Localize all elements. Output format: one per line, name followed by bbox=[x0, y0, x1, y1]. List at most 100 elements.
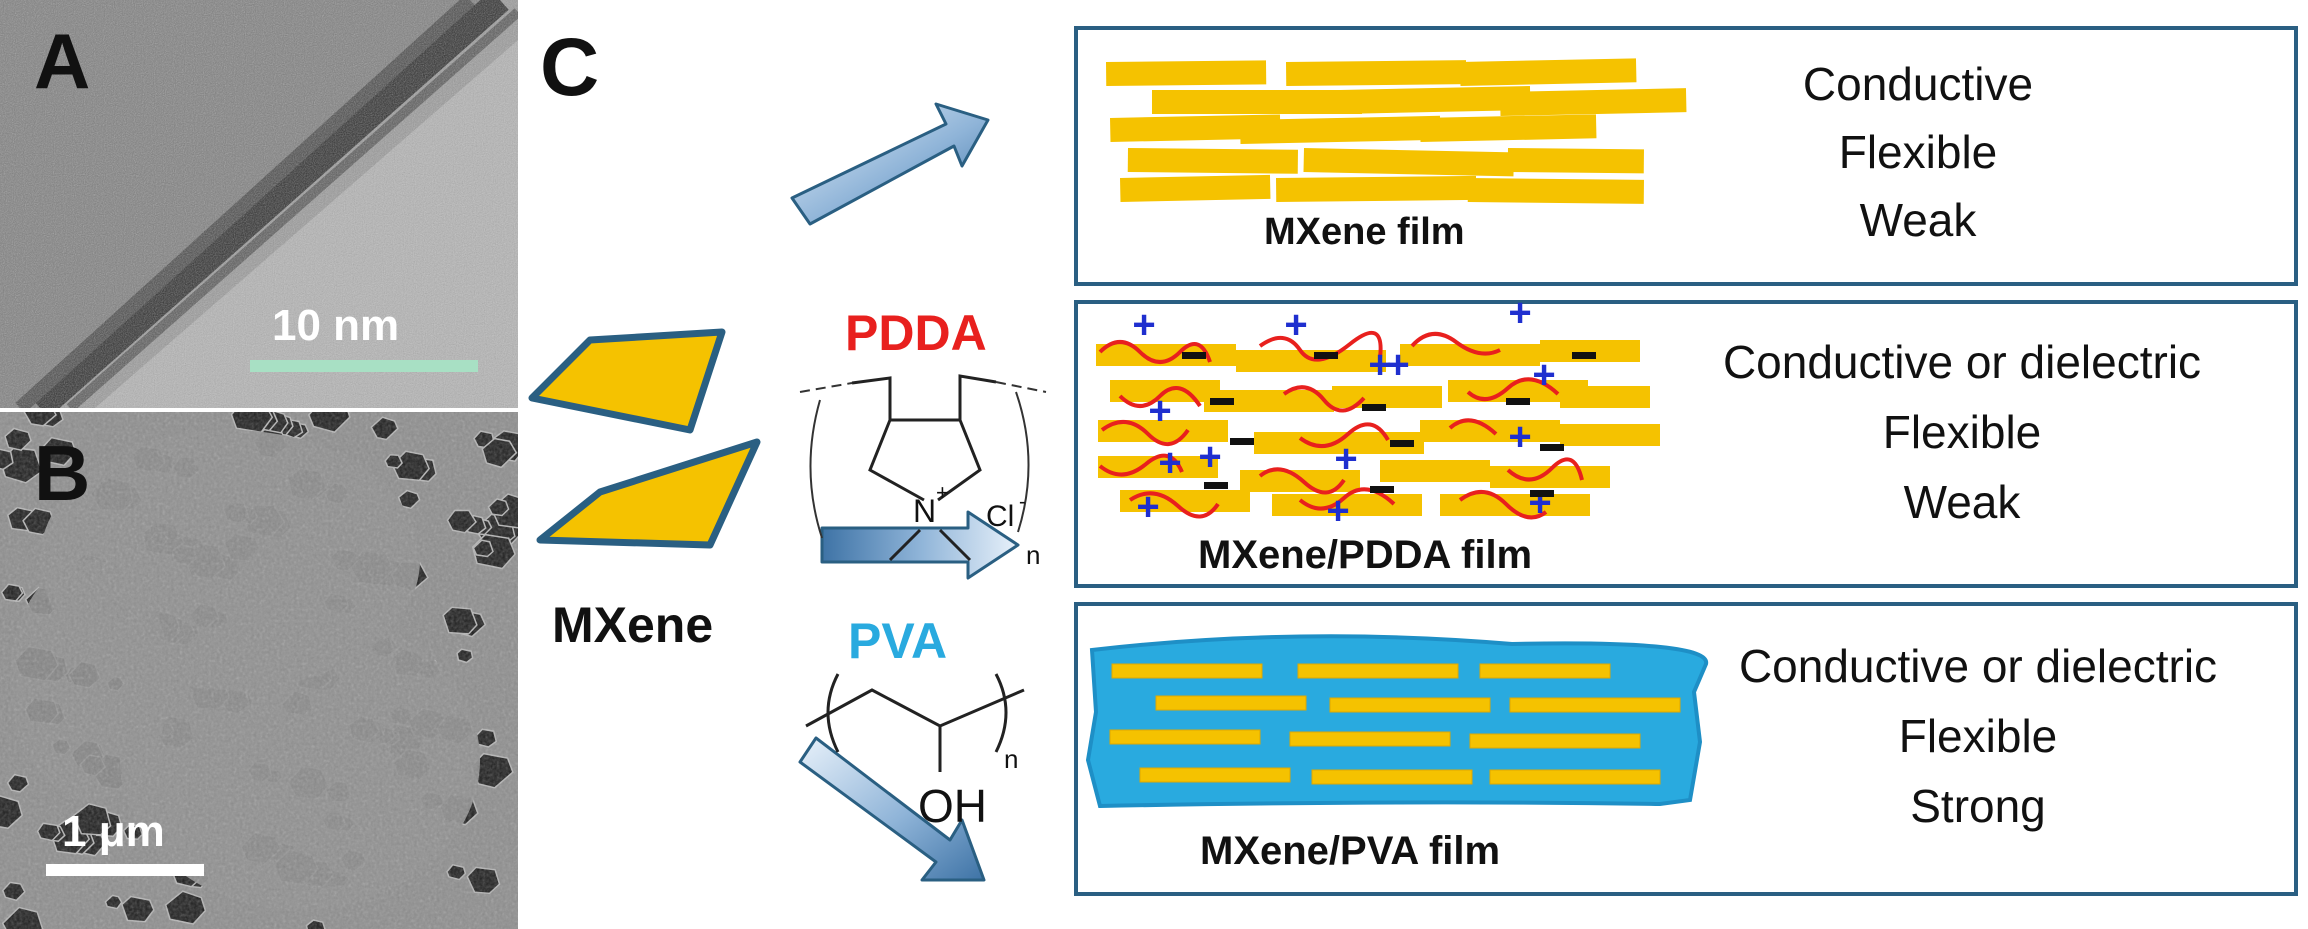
mxene-film-stack bbox=[1106, 58, 1687, 204]
film-property: Weak bbox=[1860, 194, 1978, 246]
mxene-sheet bbox=[1155, 695, 1307, 711]
pdda-chain bbox=[1258, 467, 1346, 495]
mxene-sheet bbox=[1420, 114, 1597, 142]
mxene-sheet bbox=[1289, 731, 1451, 747]
mxene-label: MXene bbox=[552, 597, 713, 653]
plus-charge-icon: + bbox=[1368, 343, 1391, 387]
mxene-sheet bbox=[1240, 115, 1441, 144]
mxene-sheet bbox=[1460, 58, 1637, 86]
film-property: Conductive or dielectric bbox=[1723, 336, 2201, 388]
film-name: MXene/PDDA film bbox=[1198, 533, 1532, 577]
mxene-flake-top bbox=[528, 328, 726, 434]
mxene-sheet bbox=[1303, 148, 1514, 177]
mxene-sheet bbox=[1119, 174, 1271, 202]
plus-charge-icon: + bbox=[1334, 437, 1357, 481]
mxene-sheet bbox=[1540, 340, 1640, 362]
plus-charge-icon: + bbox=[1326, 489, 1349, 533]
pdda-chain bbox=[1258, 330, 1383, 362]
mxene-sheet bbox=[1106, 60, 1267, 86]
pdda-chain bbox=[1118, 386, 1202, 408]
film-property: Flexible bbox=[1883, 406, 2042, 458]
mxene-sheet bbox=[1560, 424, 1660, 446]
mxene-sheet bbox=[1311, 769, 1473, 785]
minus-charge-icon bbox=[1314, 352, 1338, 359]
film-box-pdda: ++++++++++++++ MXene/PDDA film Conductiv… bbox=[1074, 291, 2298, 588]
mxene-sheet bbox=[1509, 697, 1681, 713]
pdda-subscript: n bbox=[1026, 540, 1040, 570]
minus-charge-icon bbox=[1370, 486, 1394, 493]
pva-name: PVA bbox=[848, 613, 947, 669]
minus-charge-icon bbox=[1182, 352, 1206, 359]
pdda-chain bbox=[1298, 422, 1390, 448]
minus-charge-icon bbox=[1390, 440, 1414, 447]
minus-charge-icon bbox=[1230, 438, 1254, 445]
mxene-flakes bbox=[528, 328, 761, 549]
pva-subscript: n bbox=[1004, 744, 1018, 774]
pdda-counterion-charge: - bbox=[1019, 491, 1026, 513]
pva-film-stack bbox=[1085, 634, 1709, 809]
mxene-sheet bbox=[1276, 175, 1477, 202]
pdda-film-stack: ++++++++++++++ bbox=[1096, 291, 1660, 533]
panel-a-scale-text: 10 nm bbox=[272, 301, 399, 350]
panel-b-sem-image bbox=[0, 412, 518, 929]
film-property: Flexible bbox=[1899, 710, 2058, 762]
plus-charge-icon: + bbox=[1532, 353, 1555, 397]
plus-charge-icon: + bbox=[1136, 485, 1159, 529]
mxene-sheet bbox=[1152, 90, 1362, 114]
pdda-nitrogen: N bbox=[913, 493, 936, 529]
mxene-sheet bbox=[1380, 460, 1490, 482]
film-name: MXene film bbox=[1264, 211, 1465, 253]
mxene-sheet bbox=[1469, 733, 1641, 749]
mxene-sheet bbox=[1507, 148, 1644, 174]
mxene-flake-bottom bbox=[536, 438, 761, 549]
mxene-sheet bbox=[1329, 697, 1491, 713]
film-box-pva: MXene/PVA film Conductive or dielectric … bbox=[1074, 602, 2298, 896]
pdda-chain bbox=[1098, 340, 1212, 364]
panel-b-label: B bbox=[34, 429, 90, 517]
arrow-to-mxene-film bbox=[790, 102, 990, 226]
minus-charge-icon bbox=[1540, 444, 1564, 451]
pdda-chain bbox=[1410, 332, 1501, 356]
arrow-icon bbox=[820, 510, 1020, 580]
pdda-counterion: Cl bbox=[986, 500, 1014, 533]
pdda-chain bbox=[1448, 418, 1498, 436]
mxene-sheet bbox=[1272, 494, 1422, 516]
mxene-sheet bbox=[1127, 148, 1298, 174]
mxene-sheet bbox=[1448, 380, 1588, 402]
panel-c-label: C bbox=[540, 22, 599, 113]
minus-charge-icon bbox=[1204, 482, 1228, 489]
mxene-sheet bbox=[1096, 344, 1236, 366]
mxene-sheet bbox=[1098, 420, 1228, 442]
mxene-sheet bbox=[1332, 386, 1442, 408]
panel-b-scale-text: 1 μm bbox=[62, 807, 165, 856]
mxene-sheet bbox=[1139, 767, 1291, 783]
mxene-sheet bbox=[1400, 344, 1540, 366]
mxene-sheet bbox=[1204, 390, 1334, 412]
pdda-chain bbox=[1506, 457, 1584, 482]
minus-charge-icon bbox=[1572, 352, 1596, 359]
mxene-sheet bbox=[1340, 86, 1531, 114]
film-property: Weak bbox=[1904, 476, 2022, 528]
mxene-sheet bbox=[1297, 663, 1459, 679]
plus-charge-icon: + bbox=[1148, 389, 1171, 433]
pdda-chain bbox=[1100, 420, 1190, 446]
mxene-sheet bbox=[1236, 350, 1386, 372]
panel-a-scalebar: 10 nm bbox=[250, 301, 478, 372]
mxene-sheet bbox=[1489, 769, 1661, 785]
pdda-chain bbox=[1282, 385, 1366, 413]
film-box-mxene: MXene film Conductive Flexible Weak bbox=[1074, 26, 2298, 286]
mxene-sheet bbox=[1286, 60, 1467, 86]
mxene-sheet bbox=[1467, 178, 1644, 204]
pdda-chain bbox=[1458, 490, 1548, 520]
mxene-sheet bbox=[1111, 663, 1263, 679]
plus-charge-icon: + bbox=[1508, 291, 1531, 335]
pdda-chain bbox=[1128, 491, 1220, 519]
mxene-sheet bbox=[1500, 88, 1687, 116]
pdda-nitrogen-charge: + bbox=[936, 480, 949, 505]
mxene-sheet bbox=[1109, 729, 1261, 745]
panel-a-tem-image bbox=[0, 0, 518, 408]
plus-charge-icon: + bbox=[1132, 303, 1155, 347]
plus-charge-icon: + bbox=[1508, 415, 1531, 459]
film-property: Strong bbox=[1910, 780, 2046, 832]
